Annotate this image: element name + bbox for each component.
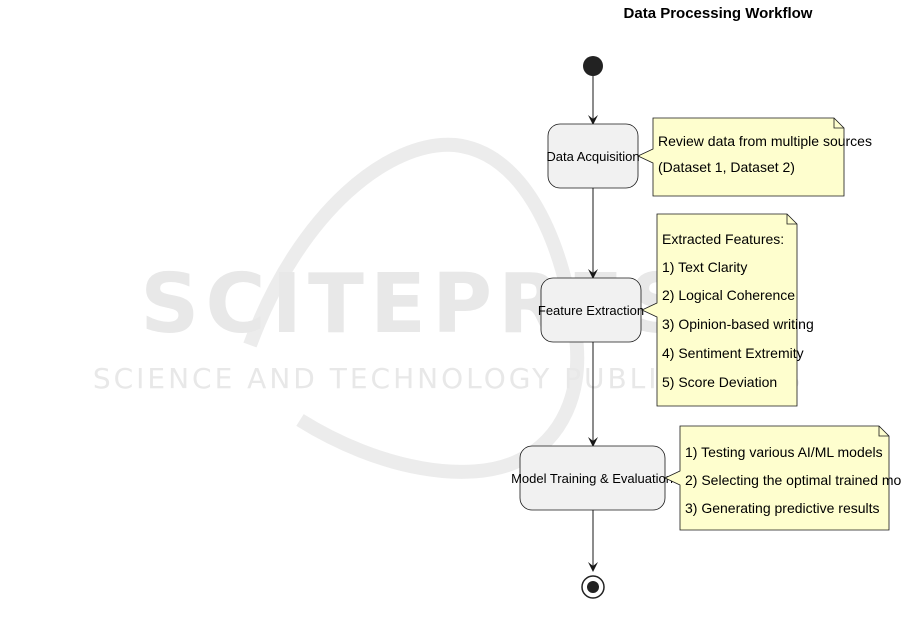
activity-feature-extraction[interactable]: Feature Extraction	[538, 277, 644, 343]
note-line: 4) Sentiment Extremity	[662, 345, 804, 361]
note-line: 3) Opinion-based writing	[662, 316, 814, 332]
note-line: (Dataset 1, Dataset 2)	[658, 159, 795, 175]
note-line: 1) Testing various AI/ML models	[685, 444, 883, 460]
note-line: 5) Score Deviation	[662, 374, 777, 390]
note-model-steps: 1) Testing various AI/ML models 2) Selec…	[664, 425, 901, 531]
diagram-title: Data Processing Workflow	[624, 5, 813, 22]
note-line: 3) Generating predictive results	[685, 500, 880, 516]
activity-label: Data Acquisition	[546, 149, 639, 164]
note-line: Extracted Features:	[662, 231, 784, 247]
end-node	[581, 575, 605, 599]
activity-label: Feature Extraction	[538, 303, 644, 318]
activity-model-training[interactable]: Model Training & Evaluation	[511, 445, 673, 511]
note-line: 1) Text Clarity	[662, 259, 747, 275]
note-line: 2) Logical Coherence	[662, 287, 795, 303]
start-node	[583, 56, 603, 76]
activity-data-acquisition[interactable]: Data Acquisition	[546, 123, 640, 189]
note-line: 2) Selecting the optimal trained model	[685, 472, 901, 488]
note-extracted-features: Extracted Features: 1) Text Clarity 2) L…	[641, 213, 814, 407]
note-data-sources: Review data from multiple sources (Datas…	[637, 117, 872, 197]
watermark-main-text: SCITEPRESS	[140, 257, 755, 352]
note-line: Review data from multiple sources	[658, 133, 872, 149]
activity-label: Model Training & Evaluation	[511, 471, 673, 486]
